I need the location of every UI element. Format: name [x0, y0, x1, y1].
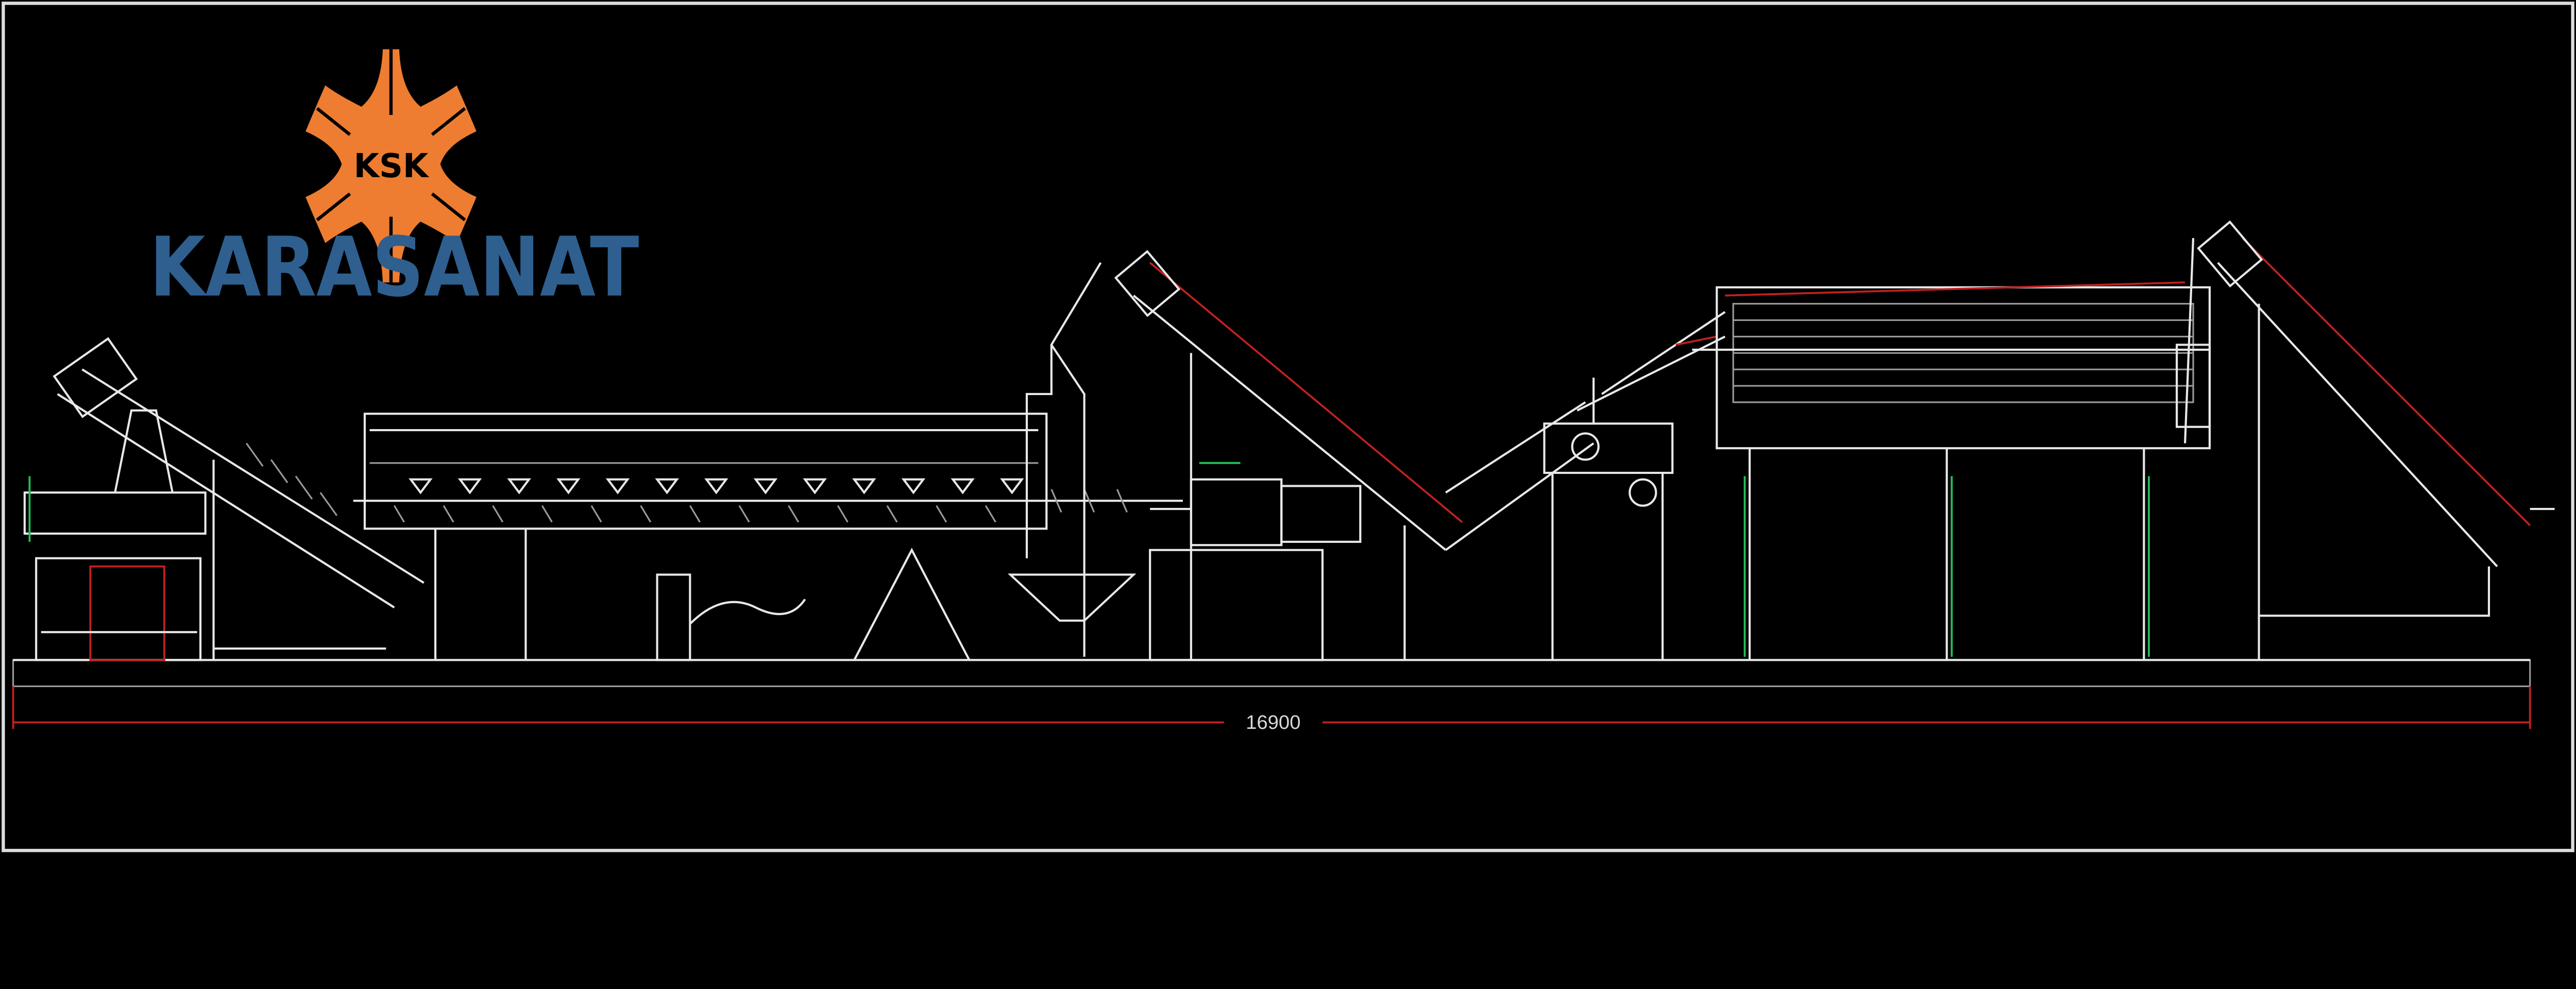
karasanat-logo: KSK KARASANAT: [149, 49, 639, 315]
cad-drawing-canvas: KSK KARASANAT 16900: [2, 2, 2574, 852]
ksk-emblem-icon: [306, 49, 477, 283]
feed-hopper-unit: [23, 409, 207, 661]
overall-dimension: 16900: [12, 686, 2531, 734]
screw-washer-tank: [353, 413, 1183, 661]
inclined-screw-conveyor-left: [53, 337, 425, 660]
production-line-drawing: KSK KARASANAT 16900: [2, 2, 2574, 852]
inclined-belt-conveyor-middle: [1025, 250, 1595, 660]
rotary-dryer: [1692, 281, 2211, 660]
inclined-belt-conveyor-right: [2184, 220, 2555, 660]
logo-wordmark: KARASANAT: [149, 219, 639, 315]
logo-monogram: KSK: [354, 147, 430, 185]
dimension-label: 16900: [1246, 711, 1300, 734]
